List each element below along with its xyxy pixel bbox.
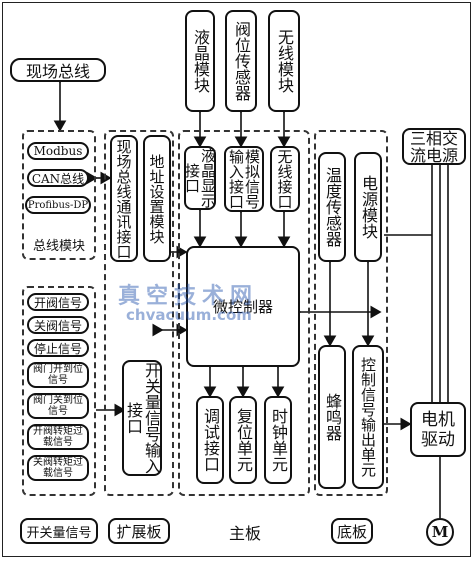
motor-symbol: M (426, 518, 454, 546)
buzzer: 蜂鸣器 (318, 345, 346, 489)
three-phase-ac-power: 三相交流电源 (402, 128, 466, 165)
switch-input-interface: 开关量信号输入接口 (122, 360, 162, 476)
base-board-label: 底板 (331, 518, 373, 544)
profibus-box: Profibus-DP (25, 196, 91, 214)
signal-item: 开阀信号 (27, 293, 89, 311)
main-board-label: 主板 (228, 524, 261, 543)
signal-item: 停止信号 (27, 339, 89, 357)
signal-item: 开阀转矩过载信号 (27, 424, 89, 450)
debug-interface: 调试接口 (196, 396, 224, 484)
address-setting-module: 地址设置模块 (143, 135, 171, 262)
expansion-board-group (104, 130, 174, 496)
lcd-module: 液晶模块 (185, 10, 215, 112)
reset-unit: 复位单元 (229, 396, 257, 484)
motor-drive: 电机驱动 (410, 402, 466, 457)
modbus-box: Modbus (27, 142, 89, 160)
bus-module-group (22, 130, 96, 260)
valve-sensor-module: 阀位传感器 (225, 10, 257, 112)
fieldbus-comm-interface: 现场总线通讯接口 (110, 135, 138, 262)
base-board-group (314, 130, 388, 496)
main-board-group (178, 130, 310, 496)
signal-item: 阀门关到位信号 (27, 393, 89, 419)
clock-unit: 时钟单元 (264, 396, 292, 484)
bus-module-label: 总线模块 (32, 239, 85, 254)
switch-signal-label: 开关量信号 (20, 518, 98, 544)
analog-input-interface: 模拟信号输入接口 (224, 146, 264, 212)
temperature-sensor: 温度传感器 (318, 152, 346, 262)
microcontroller: 微控制器 (186, 246, 300, 367)
can-bus-box: CAN总线 (27, 169, 89, 187)
lcd-display-interface: 液晶显示接口 (183, 146, 217, 210)
signal-item: 关阀信号 (27, 316, 89, 334)
signal-item: 关阀转矩过载信号 (27, 455, 89, 481)
control-signal-output-unit: 控制信号输出单元 (352, 345, 384, 489)
wireless-module: 无线模块 (268, 10, 300, 112)
power-module: 电源模块 (354, 152, 382, 262)
expansion-board-label: 扩展板 (108, 518, 170, 544)
diagram-frame (2, 2, 471, 557)
signal-item: 阀门开到位信号 (27, 362, 89, 388)
field-bus: 现场总线 (10, 58, 106, 82)
wireless-interface: 无线接口 (270, 146, 300, 212)
signals-group (22, 286, 96, 496)
